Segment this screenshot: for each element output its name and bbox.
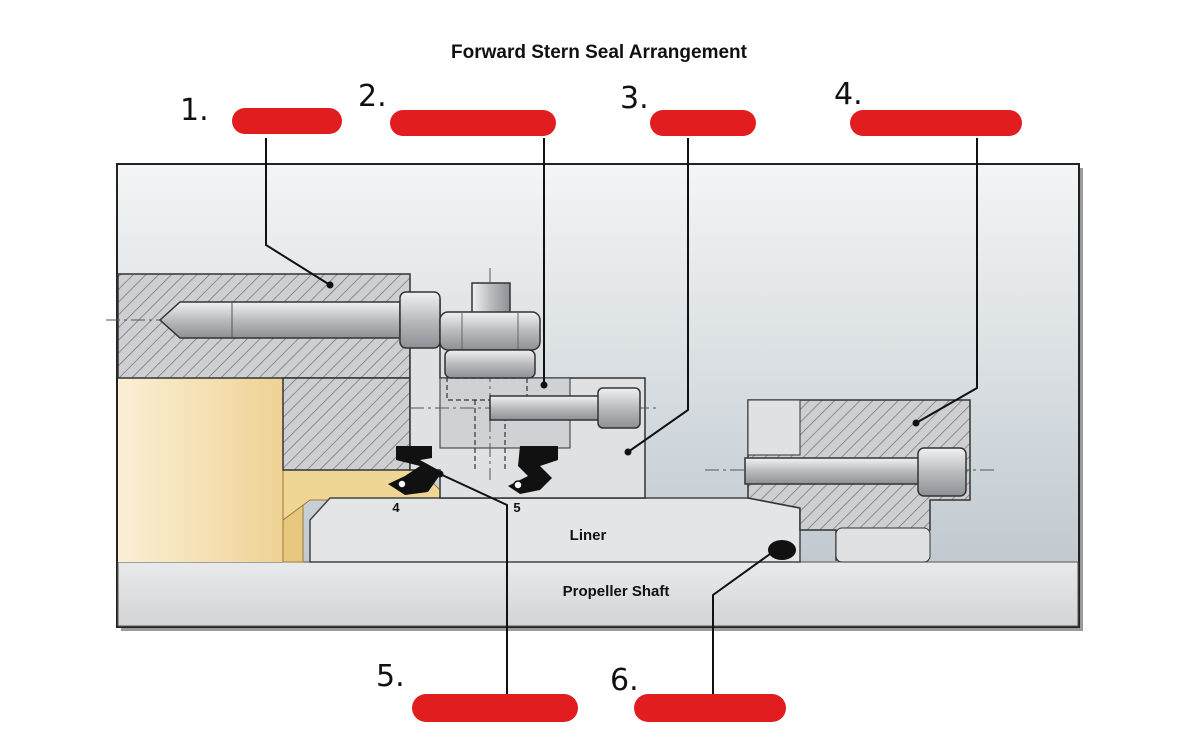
small-bolt	[489, 395, 601, 421]
hidden-bore	[446, 377, 528, 401]
main-bolt-head	[399, 291, 441, 349]
propeller-shaft-label: Propeller Shaft	[563, 583, 670, 600]
marker-3: 3.	[620, 81, 649, 116]
redaction-bar-6	[634, 694, 786, 722]
garter-spring-left	[397, 479, 407, 489]
redaction-bar-2	[390, 110, 556, 136]
leader-4	[915, 138, 978, 424]
leader-3-dot	[624, 448, 632, 456]
marker-2: 2.	[358, 79, 387, 114]
clamp-recess	[747, 399, 801, 456]
liner-label: Liner	[570, 527, 607, 544]
stud	[471, 282, 511, 314]
hatched-ring	[282, 377, 411, 471]
clamp-bolt	[744, 457, 921, 485]
leader-6	[712, 553, 771, 698]
liner	[309, 497, 801, 563]
upper-nut	[439, 311, 541, 351]
marker-4: 4.	[834, 77, 863, 112]
leader-3	[627, 138, 689, 453]
diagram-title: Forward Stern Seal Arrangement	[451, 42, 748, 63]
seal-number-left: 4	[392, 500, 400, 515]
leader-5-dot	[436, 470, 444, 478]
leader-1	[265, 138, 331, 286]
redaction-bar-4	[850, 110, 1022, 136]
leader-4-dot	[912, 419, 920, 427]
redaction-bar-3	[650, 110, 756, 136]
lower-nut	[444, 349, 536, 379]
main-bolt	[158, 301, 401, 339]
redaction-bar-1	[232, 108, 342, 134]
brass-housing	[118, 378, 303, 562]
o-ring	[768, 540, 796, 560]
leader-2-dot	[540, 381, 548, 389]
redaction-bar-5	[412, 694, 578, 722]
marker-5: 5.	[376, 659, 405, 694]
marker-1: 1.	[180, 93, 209, 128]
leader-5	[439, 473, 508, 698]
marker-6: 6.	[610, 663, 639, 698]
clamp-slot	[835, 527, 931, 563]
leader-1-dot	[326, 281, 334, 289]
small-bolt-head	[597, 387, 641, 429]
garter-spring-right	[513, 480, 523, 490]
clamp-bolt-head	[917, 447, 967, 497]
seal-number-right: 5	[513, 500, 520, 515]
